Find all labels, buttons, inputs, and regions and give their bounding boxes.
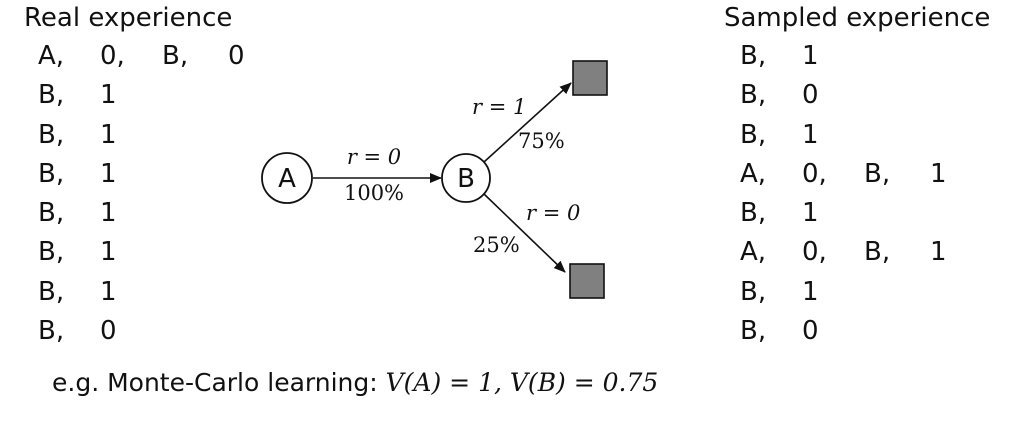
real-episode-token: 1 xyxy=(100,276,117,307)
sampled-episode-token: 0, xyxy=(802,237,827,268)
sampled-episode-token: B, xyxy=(740,119,767,150)
node-a xyxy=(261,152,313,204)
footer-formula: V(A) = 1, V(B) = 0.75 xyxy=(385,368,659,397)
edge-b-up-probability: 75% xyxy=(518,129,565,153)
edge-b-down-probability: 25% xyxy=(473,233,520,257)
edge-b-up-reward: r = 1 xyxy=(472,95,526,119)
node-b xyxy=(441,153,491,203)
footer-prefix: e.g. Monte-Carlo learning: xyxy=(52,368,378,397)
sampled-episode-token: 1 xyxy=(802,119,819,150)
node-b-label: B xyxy=(457,164,475,194)
real-episode-token: B, xyxy=(38,237,65,268)
real-episode-token: B, xyxy=(38,80,65,111)
sampled-episode-token: B, xyxy=(740,41,767,71)
sampled-episode-token: 0 xyxy=(802,316,819,347)
real-episode-token: B, xyxy=(38,198,65,229)
sampled-episode-token: B, xyxy=(740,198,767,229)
sampled-episode-token: B, xyxy=(740,276,767,307)
real-episode-token: 1 xyxy=(100,198,117,229)
sampled-episode-token: 1 xyxy=(802,41,819,71)
real-episode-token: 1 xyxy=(100,119,117,150)
real-episode-token: B, xyxy=(38,119,65,150)
sampled-episode-token: 0, xyxy=(802,158,827,189)
real-episode-token: B, xyxy=(38,158,65,189)
node-a-label: A xyxy=(278,164,296,194)
real-episode-token: 1 xyxy=(100,80,117,111)
sampled-episode-token: 1 xyxy=(802,198,819,229)
sampled-episode-token: B, xyxy=(740,80,767,111)
sampled-episode-token: A, xyxy=(740,237,767,268)
real-episode-token: A, xyxy=(38,41,65,71)
terminal-state-top xyxy=(572,60,608,96)
edge-b-down-reward: r = 0 xyxy=(526,201,580,225)
edge-b-to-top-terminal xyxy=(483,82,572,163)
real-episode-token: 1 xyxy=(100,237,117,268)
real-episode-token: B, xyxy=(162,41,189,71)
sampled-episode-token: B, xyxy=(864,237,891,268)
sampled-episode-token: A, xyxy=(740,158,767,189)
real-episode-token: B, xyxy=(38,276,65,307)
real-episode-token: B, xyxy=(38,316,65,347)
sampled-experience-heading: Sampled experience xyxy=(724,3,991,33)
edge-a-to-b-probability: 100% xyxy=(344,181,404,205)
real-episode-token: 1 xyxy=(100,158,117,189)
sampled-episode-token: 1 xyxy=(930,158,947,189)
real-experience-heading: Real experience xyxy=(24,3,233,33)
footer-caption: e.g. Monte-Carlo learning: V(A) = 1, V(B… xyxy=(52,366,658,400)
sampled-episode-token: B, xyxy=(740,316,767,347)
edge-a-to-b-reward: r = 0 xyxy=(347,145,401,169)
real-episode-token: 0 xyxy=(228,41,245,71)
real-episode-token: 0, xyxy=(100,41,125,71)
edge-b-to-bottom-terminal xyxy=(483,193,566,273)
sampled-episode-token: 1 xyxy=(930,237,947,268)
sampled-episode-token: 0 xyxy=(802,80,819,111)
real-episode-token: 0 xyxy=(100,316,117,347)
terminal-state-bottom xyxy=(569,263,605,299)
sampled-episode-token: B, xyxy=(864,158,891,189)
sampled-episode-token: 1 xyxy=(802,276,819,307)
